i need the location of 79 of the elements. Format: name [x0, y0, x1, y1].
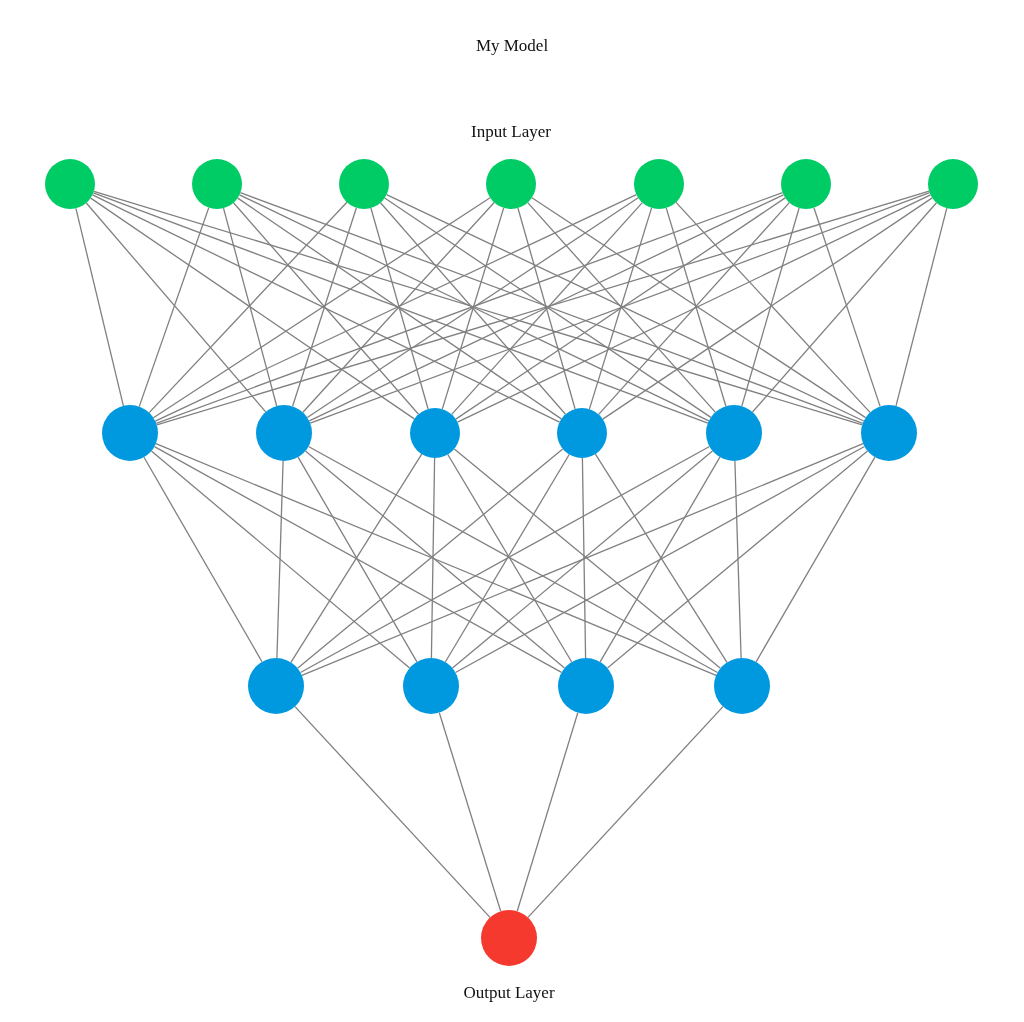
- connection-line: [665, 207, 727, 407]
- connection-line: [602, 197, 933, 420]
- connection-line: [291, 207, 358, 407]
- connection-line: [527, 705, 724, 919]
- connection-line: [155, 191, 784, 424]
- neuron-circle: [45, 159, 95, 209]
- connection-line: [153, 445, 563, 674]
- connection-line: [92, 192, 709, 424]
- neuron-circle: [403, 658, 459, 714]
- connection-line: [237, 197, 562, 420]
- neuron-circle: [634, 159, 684, 209]
- connection-line: [598, 201, 790, 416]
- connection-line: [302, 201, 495, 413]
- connection-line: [232, 202, 420, 415]
- connection-line: [138, 206, 210, 408]
- connection-line: [755, 456, 876, 663]
- neuron-circle: [256, 405, 312, 461]
- connection-line: [238, 194, 710, 422]
- connection-line: [741, 207, 800, 407]
- connection-line: [152, 197, 491, 419]
- connection-line: [93, 190, 863, 426]
- neuron-circle: [192, 159, 242, 209]
- connection-line: [301, 443, 864, 676]
- neuron-circle: [706, 405, 762, 461]
- connection-line: [813, 207, 881, 408]
- neuron-circle: [410, 408, 460, 458]
- connection-line: [85, 202, 267, 413]
- connection-line: [384, 197, 712, 419]
- neuron-circle: [781, 159, 831, 209]
- neuron-circle: [248, 658, 304, 714]
- neuron-circle: [861, 405, 917, 461]
- connection-line: [454, 445, 866, 674]
- connection-line: [455, 197, 786, 420]
- connection-line: [150, 450, 411, 669]
- neuron-circle: [558, 658, 614, 714]
- neuron-circle: [481, 910, 537, 966]
- connection-line: [441, 207, 505, 410]
- connection-line: [517, 207, 576, 410]
- connection-line: [531, 197, 867, 419]
- connection-line: [143, 456, 263, 663]
- neuron-circle: [102, 405, 158, 461]
- connection-line: [588, 207, 653, 410]
- connection-line: [91, 194, 561, 423]
- connection-line: [370, 207, 429, 410]
- connection-line: [294, 705, 491, 919]
- connection-line: [239, 192, 864, 424]
- neuron-circle: [486, 159, 536, 209]
- connection-line: [155, 443, 717, 676]
- layer-label: Output Layer: [463, 983, 555, 1004]
- diagram-title: My Model: [475, 36, 549, 57]
- connection-line: [606, 450, 869, 669]
- connection-line: [438, 712, 502, 912]
- connection-line: [385, 194, 865, 422]
- connection-line: [309, 192, 931, 424]
- connection-line: [675, 201, 871, 414]
- connection-line: [308, 194, 785, 422]
- connection-line: [222, 207, 278, 407]
- connection-line: [430, 457, 436, 659]
- neuron-circle: [339, 159, 389, 209]
- neuron-circle: [714, 658, 770, 714]
- neuron-circle: [557, 408, 607, 458]
- connection-line: [75, 207, 125, 407]
- neuron-circle: [928, 159, 978, 209]
- connection-line: [148, 201, 348, 414]
- connection-line: [751, 202, 938, 413]
- connection-line: [90, 197, 415, 420]
- connection-line: [734, 460, 742, 659]
- connection-line: [276, 460, 284, 659]
- connection-line: [306, 197, 639, 419]
- connection-line: [516, 712, 579, 912]
- connection-line: [156, 190, 930, 426]
- connection-line: [456, 194, 932, 423]
- connection-line: [379, 202, 567, 415]
- connection-line: [451, 201, 643, 416]
- connection-line: [527, 201, 716, 413]
- connection-line: [895, 207, 948, 407]
- layer-label: Input Layer: [471, 122, 551, 143]
- connection-line: [581, 457, 587, 659]
- connection-line: [154, 193, 638, 422]
